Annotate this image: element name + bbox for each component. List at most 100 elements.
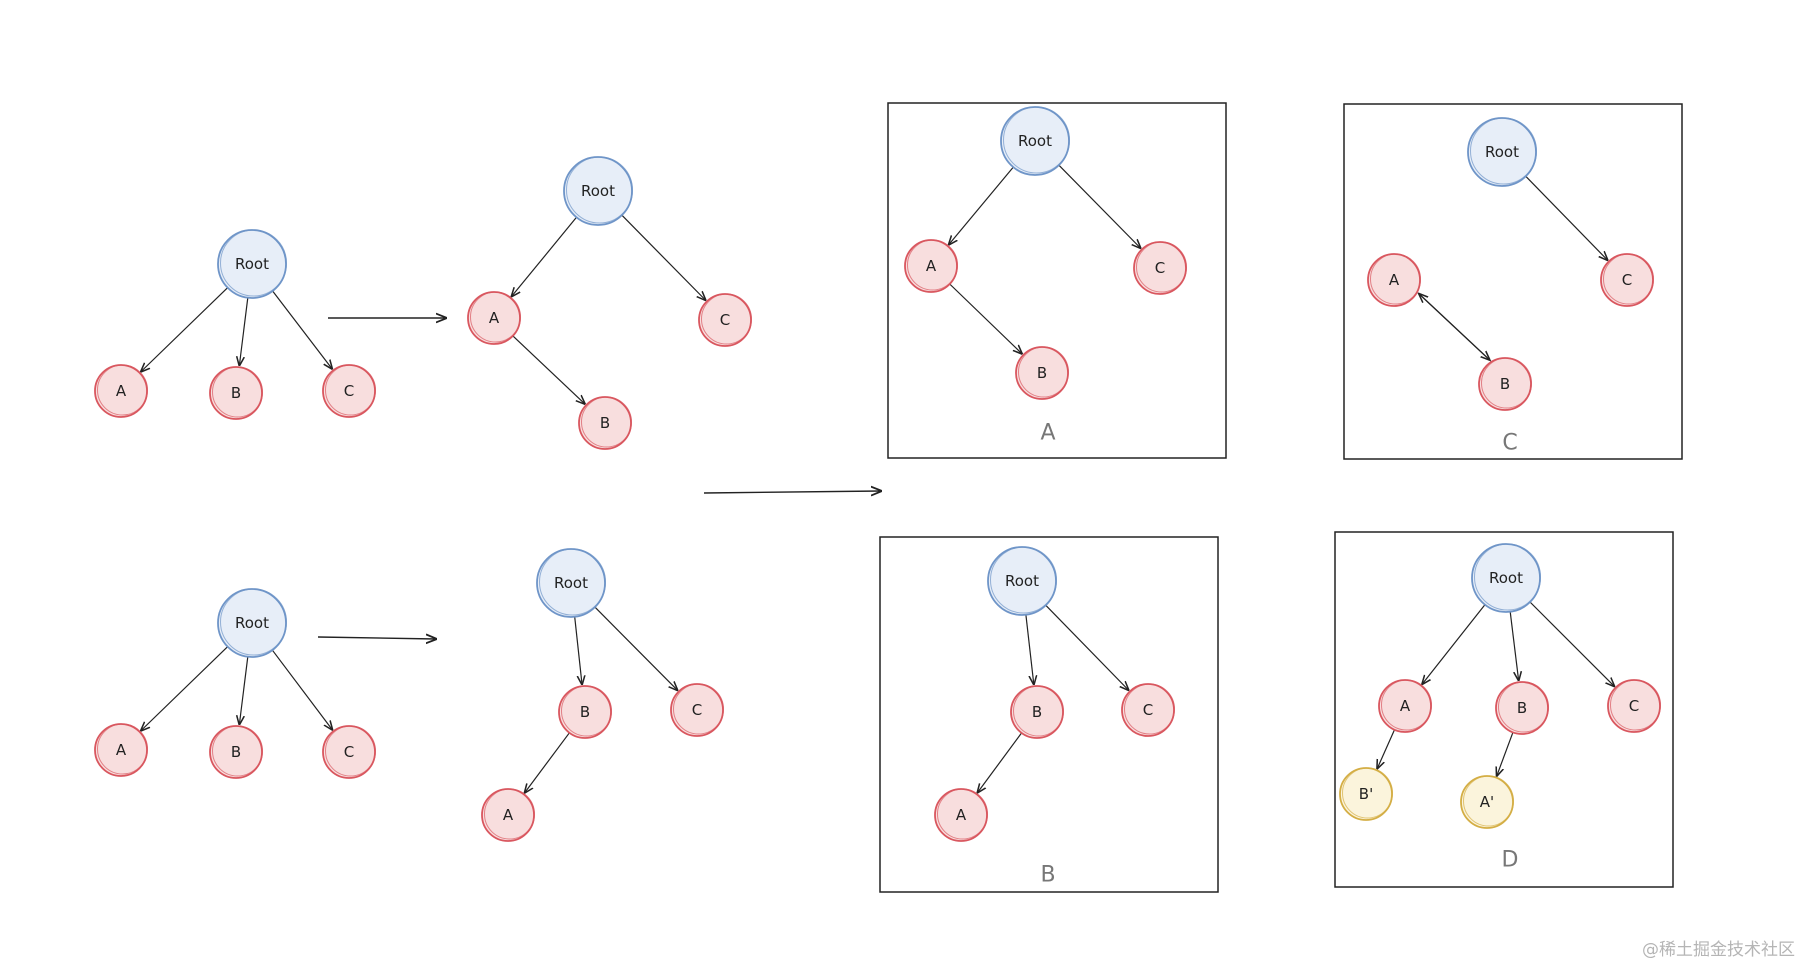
edge-root-to-b <box>1509 611 1518 681</box>
node-label: A <box>1400 697 1411 715</box>
caption-option-a: A <box>1040 421 1055 446</box>
node-label: A <box>956 806 967 824</box>
node-a: A <box>1378 679 1432 733</box>
node-sketch-outline <box>561 685 612 737</box>
node-label: B <box>1517 699 1527 717</box>
node-sketch-outline <box>1481 357 1532 409</box>
node-label: C <box>1629 697 1639 715</box>
node-label: Root <box>581 182 615 200</box>
node-label: C <box>692 701 702 719</box>
node-sketch-outline <box>1136 241 1187 293</box>
node-sketch-outline <box>907 239 958 291</box>
node-b: B <box>1015 346 1069 400</box>
node-sketch-outline <box>220 588 287 656</box>
edge-root-to-c <box>271 649 332 729</box>
node-sketch-outline <box>1013 685 1064 737</box>
node-sketch-outline <box>539 548 606 616</box>
node-c: C <box>322 364 376 418</box>
node-sketch-outline <box>1381 679 1432 731</box>
node-sketch-outline <box>1342 767 1393 819</box>
node-b: B <box>1478 357 1532 411</box>
flow-arrow-to-options <box>703 491 881 493</box>
node-label: Root <box>554 574 588 592</box>
node-sketch-outline <box>566 156 633 224</box>
node-sketch-outline <box>581 396 632 448</box>
node-c: C <box>698 293 752 347</box>
edge-root-to-c <box>594 606 677 690</box>
caption-option-d: D <box>1502 848 1519 873</box>
node-c: C <box>1121 683 1175 737</box>
node-root: Root <box>1000 106 1070 176</box>
node-label: A <box>489 309 500 327</box>
node-b: B <box>1010 685 1064 739</box>
edge-root-to-a <box>141 287 229 372</box>
node-label: B <box>580 703 590 721</box>
edge-b-to-a <box>525 732 570 793</box>
node-b2: B' <box>1339 767 1393 821</box>
edge-root-to-b <box>239 297 249 366</box>
edge-root-to-c <box>621 214 706 300</box>
node-b: B <box>209 725 263 779</box>
edge-root-to-a <box>512 216 577 296</box>
edge-root-to-a <box>949 166 1014 244</box>
edge-root-to-c <box>1045 604 1129 690</box>
node-label: B <box>231 384 241 402</box>
edge-a-to-b <box>949 283 1022 354</box>
node-root: Root <box>1467 117 1537 187</box>
edge-a-to-b2 <box>1377 729 1396 769</box>
node-a: A <box>904 239 958 293</box>
node-sketch-outline <box>212 725 263 777</box>
edge-root-to-c <box>1529 601 1614 686</box>
node-c: C <box>322 725 376 779</box>
node-sketch-outline <box>1470 117 1537 185</box>
node-sketch-outline <box>1603 253 1654 305</box>
frame-option-b <box>879 536 1219 893</box>
node-sketch-outline <box>1463 775 1514 827</box>
node-sketch-outline <box>1124 683 1175 735</box>
edge-root-to-c <box>1058 164 1141 248</box>
node-label: C <box>1155 259 1165 277</box>
edge-b-to-a2 <box>1497 732 1514 775</box>
node-c: C <box>670 683 724 737</box>
node-sketch-outline <box>470 291 521 343</box>
node-b: B <box>1495 681 1549 735</box>
node-sketch-outline <box>212 366 263 418</box>
node-label: Root <box>1005 572 1039 590</box>
node-sketch-outline <box>990 546 1057 614</box>
node-root: Root <box>217 229 287 299</box>
node-sketch-outline <box>220 229 287 297</box>
caption-option-c: C <box>1502 431 1517 456</box>
edge-root-to-a <box>1422 604 1486 684</box>
node-c: C <box>1600 253 1654 307</box>
node-sketch-outline <box>325 725 376 777</box>
flow-arrow-bottom <box>317 637 436 639</box>
node-label: A <box>1389 271 1400 289</box>
node-label: C <box>1622 271 1632 289</box>
node-b: B <box>558 685 612 739</box>
node-label: C <box>344 743 354 761</box>
node-label: Root <box>235 255 269 273</box>
node-sketch-outline <box>1498 681 1549 733</box>
caption-option-b: B <box>1040 863 1055 888</box>
edge-a-to-b <box>512 335 585 404</box>
node-b: B <box>209 366 263 420</box>
node-a: A <box>1367 253 1421 307</box>
node-label: C <box>720 311 730 329</box>
node-c: C <box>1133 241 1187 295</box>
node-label: C <box>1143 701 1153 719</box>
node-a: A <box>934 788 988 842</box>
node-sketch-outline <box>325 364 376 416</box>
node-label: Root <box>235 614 269 632</box>
node-label: A <box>926 257 937 275</box>
node-a: A <box>481 788 535 842</box>
node-sketch-outline <box>937 788 988 840</box>
node-b: B <box>578 396 632 450</box>
node-sketch-outline <box>1610 679 1661 731</box>
edge-root-to-c <box>1525 175 1608 260</box>
node-root: Root <box>563 156 633 226</box>
node-sketch-outline <box>1003 106 1070 174</box>
node-label: C <box>344 382 354 400</box>
frame-option-a <box>887 102 1227 459</box>
node-label: Root <box>1489 569 1523 587</box>
